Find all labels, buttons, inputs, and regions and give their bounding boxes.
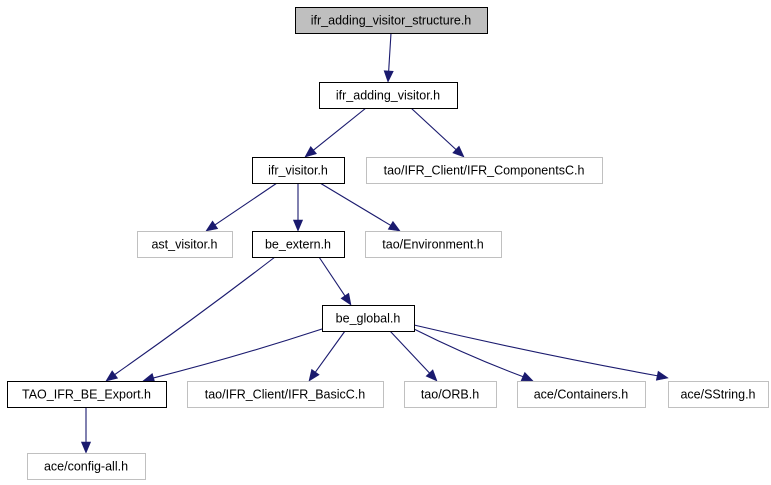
node-label: tao/ORB.h <box>421 387 479 401</box>
node-box[interactable] <box>404 381 497 408</box>
node-ORB[interactable]: tao/ORB.h <box>404 381 497 408</box>
node-label: ace/Containers.h <box>534 387 629 401</box>
edge-ifr_visitor-to-Environment <box>319 182 401 232</box>
node-IFR_BasicC[interactable]: tao/IFR_Client/IFR_BasicC.h <box>187 381 384 408</box>
node-TAO_IFR_BE_Export[interactable]: TAO_IFR_BE_Export.h <box>7 381 167 408</box>
node-label: be_extern.h <box>265 237 331 251</box>
edge-ifr_adding_visitor-to-IFR_ComponentsC <box>410 107 465 158</box>
nodes-layer: ifr_adding_visitor_structure.h ifr_adding… <box>7 7 769 480</box>
node-Containers[interactable]: ace/Containers.h <box>517 381 646 408</box>
node-box[interactable] <box>252 231 345 258</box>
node-box[interactable] <box>366 157 603 184</box>
edge-ifr_visitor-to-ast_visitor <box>205 182 278 232</box>
node-label: ifr_adding_visitor.h <box>336 88 440 102</box>
node-box[interactable] <box>295 7 488 34</box>
node-be_extern[interactable]: be_extern.h <box>252 231 345 258</box>
node-label: ifr_visitor.h <box>268 163 328 177</box>
node-box[interactable] <box>319 82 458 109</box>
node-label: ace/SString.h <box>680 387 755 401</box>
edge-be_global-to-ORB <box>389 330 438 382</box>
node-box[interactable] <box>322 305 415 332</box>
edges-layer <box>80 32 669 454</box>
node-label: tao/Environment.h <box>382 237 483 251</box>
node-ifr_adding_visitor[interactable]: ifr_adding_visitor.h <box>319 82 458 109</box>
node-ifr_visitor[interactable]: ifr_visitor.h <box>252 157 345 184</box>
node-box[interactable] <box>365 231 502 258</box>
node-box[interactable] <box>187 381 384 408</box>
node-IFR_ComponentsC[interactable]: tao/IFR_Client/IFR_ComponentsC.h <box>366 157 603 184</box>
node-label: tao/IFR_Client/IFR_ComponentsC.h <box>384 163 585 177</box>
node-label: TAO_IFR_BE_Export.h <box>22 387 151 401</box>
edge-ifr_visitor-to-be_extern <box>292 182 304 232</box>
node-SString[interactable]: ace/SString.h <box>668 381 769 408</box>
edge-be_extern-to-be_global <box>318 256 352 306</box>
node-ast_visitor[interactable]: ast_visitor.h <box>137 231 233 258</box>
node-label: ifr_adding_visitor_structure.h <box>311 13 472 27</box>
node-config-all[interactable]: ace/config-all.h <box>27 453 146 480</box>
edge-be_extern-to-TAO_IFR_BE_Export <box>105 256 276 382</box>
edge-ifr_adding_visitor-to-ifr_visitor <box>304 107 367 158</box>
node-box[interactable] <box>517 381 646 408</box>
node-box[interactable] <box>27 453 146 480</box>
edge-be_global-to-SString <box>413 324 669 381</box>
node-ifr_adding_visitor_structure[interactable]: ifr_adding_visitor_structure.h <box>295 7 488 34</box>
edge-be_global-to-IFR_BasicC <box>308 330 346 382</box>
node-label: ast_visitor.h <box>151 237 217 251</box>
node-be_global[interactable]: be_global.h <box>322 305 415 332</box>
node-box[interactable] <box>252 157 345 184</box>
node-box[interactable] <box>668 381 769 408</box>
node-label: be_global.h <box>336 311 401 325</box>
node-box[interactable] <box>7 381 167 408</box>
node-box[interactable] <box>137 231 233 258</box>
node-Environment[interactable]: tao/Environment.h <box>365 231 502 258</box>
edge-ifr_adding_visitor_structure-to-ifr_adding_visitor <box>383 32 394 83</box>
edge-be_global-to-TAO_IFR_BE_Export <box>142 328 323 383</box>
node-label: ace/config-all.h <box>44 459 128 473</box>
edge-be_global-to-Containers <box>413 328 534 382</box>
node-label: tao/IFR_Client/IFR_BasicC.h <box>205 387 366 401</box>
edge-TAO_IFR_BE_Export-to-config-all <box>80 406 92 454</box>
